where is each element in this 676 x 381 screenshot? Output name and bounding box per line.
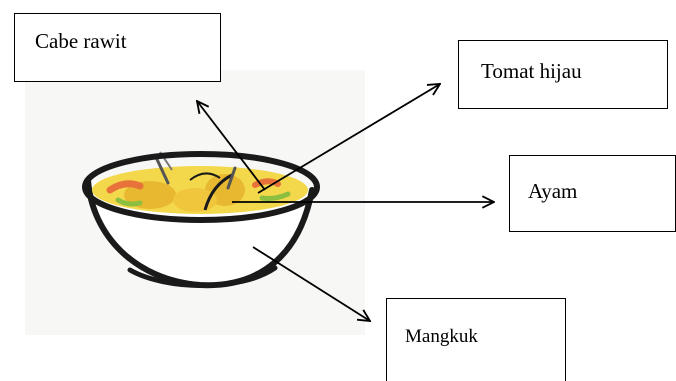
- label-box-mangkuk: Mangkuk: [386, 298, 566, 381]
- label-cabe-rawit: Cabe rawit: [35, 31, 127, 52]
- label-box-cabe-rawit: Cabe rawit: [14, 13, 221, 82]
- label-mangkuk: Mangkuk: [405, 327, 478, 346]
- label-ayam: Ayam: [528, 181, 577, 202]
- label-box-ayam: Ayam: [509, 155, 676, 232]
- label-tomat-hijau: Tomat hijau: [481, 61, 582, 82]
- label-box-tomat-hijau: Tomat hijau: [458, 40, 668, 109]
